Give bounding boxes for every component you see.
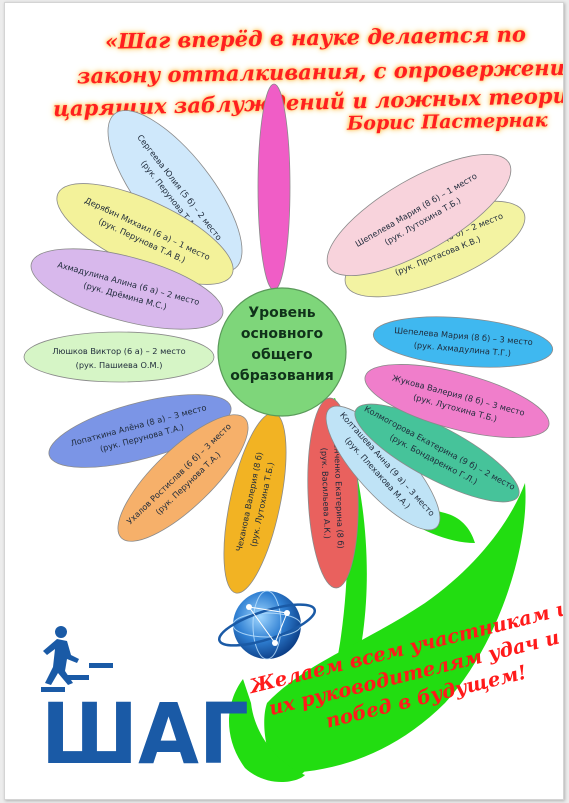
petal-lyushkov-line1: Люшков Виктор (6 а) – 2 место xyxy=(52,346,185,356)
leaf-left xyxy=(229,679,305,783)
center-line-3: общего xyxy=(251,347,313,363)
petal-top xyxy=(257,83,291,291)
center-line-1: Уровень xyxy=(248,305,315,321)
petals: Сергеева Юлия (5 б) – 2 место (рук. Перу… xyxy=(23,83,554,594)
petal-lyushkov-line2: (рук. Пашиева О.М.) xyxy=(76,360,163,370)
shag-logo: ШАГ xyxy=(41,590,316,783)
petal-chekhanova: Чеханова Валерия (8 б) (рук. Лутохина Т.… xyxy=(223,412,287,594)
petal-panchenko-line2: (рук. Васильева А.К.) xyxy=(319,447,332,538)
center-line-2: основного xyxy=(241,326,324,342)
leaf-right xyxy=(264,483,526,773)
center-line-4: образования xyxy=(230,368,333,384)
flower-center: Уровень основного общего образования xyxy=(217,287,347,417)
leaf-upper xyxy=(337,421,475,543)
petal-shepeleva-3: Шепелева Мария (8 б) – 3 место (рук. Ахм… xyxy=(372,316,554,368)
flower-illustration: Сергеева Юлия (5 б) – 2 место (рук. Перу… xyxy=(23,83,563,783)
logo-text: ШАГ xyxy=(41,685,249,783)
poster-page: «Шаг вперёд в науке делается по закону о… xyxy=(4,2,564,800)
petal-lyushkov: Люшков Виктор (6 а) – 2 место (рук. Паши… xyxy=(23,331,215,383)
petal-panchenko-line1: Панченко Екатерина (8 б) xyxy=(332,437,346,549)
climbing-person-icon xyxy=(41,626,113,692)
globe-icon xyxy=(218,590,316,660)
